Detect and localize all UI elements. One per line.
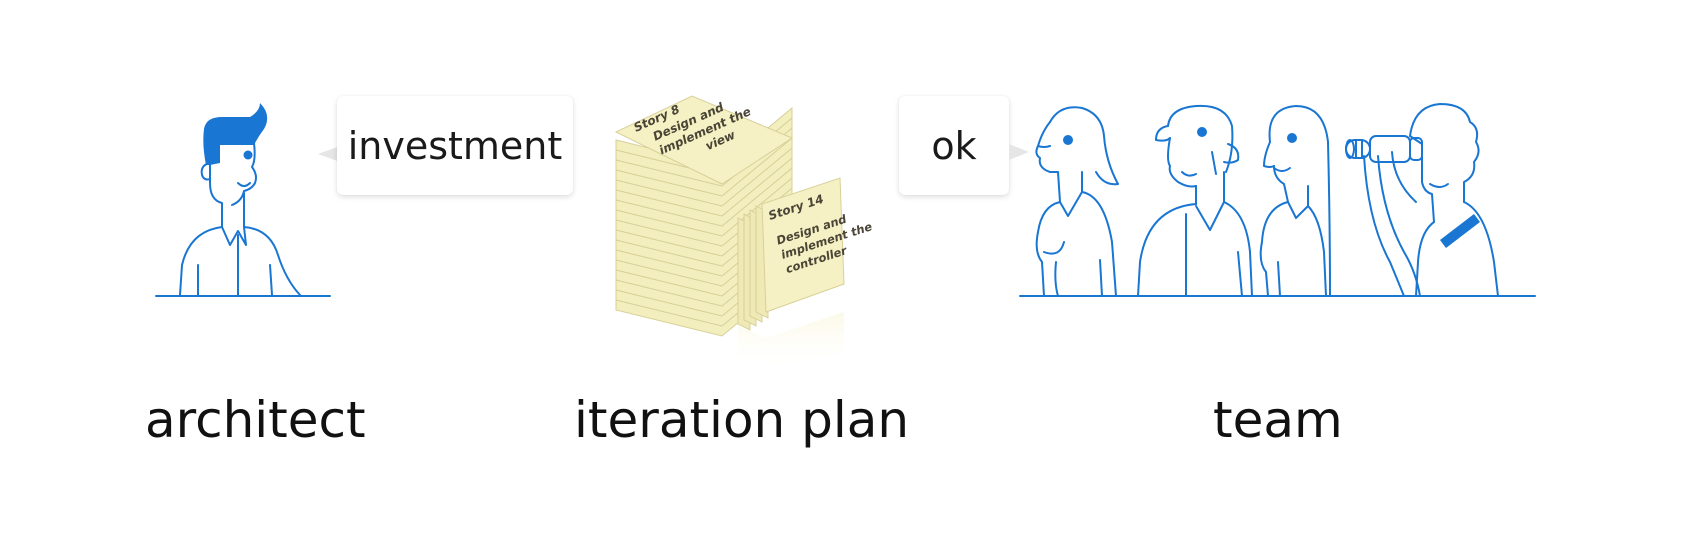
iteration-plan-label: iteration plan xyxy=(574,391,910,449)
story-8-card xyxy=(614,95,794,185)
story-14-card xyxy=(761,177,845,313)
team-label: team xyxy=(1213,391,1343,449)
story-card-stack-icon: Story 8 Design and implement the view St… xyxy=(614,95,874,370)
team-bubble-text: ok xyxy=(931,123,977,168)
architect-speech-bubble: investment xyxy=(337,96,573,195)
team-bubble-tail xyxy=(1009,144,1029,160)
architect-person-icon xyxy=(155,103,331,297)
architect-label: architect xyxy=(145,391,366,449)
team-speech-bubble: ok xyxy=(899,96,1009,195)
architect-bubble-text: investment xyxy=(347,123,563,168)
team-group-icon xyxy=(1019,103,1536,297)
architect-bubble-tail xyxy=(318,146,340,162)
card-reflection xyxy=(738,312,844,370)
